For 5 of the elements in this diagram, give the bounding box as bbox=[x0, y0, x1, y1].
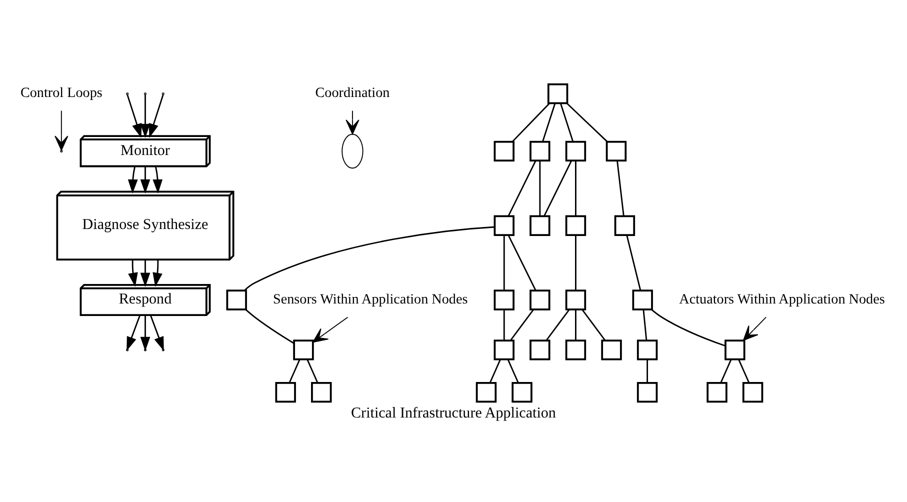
node-text: Sensors Within Application Nodes bbox=[273, 290, 468, 307]
caption: Critical Infrastructure Application bbox=[351, 405, 556, 422]
node-text: Control Loops bbox=[20, 84, 102, 101]
node-text: Actuators Within Application Nodes bbox=[679, 290, 885, 307]
node-text: Coordination bbox=[315, 84, 390, 101]
